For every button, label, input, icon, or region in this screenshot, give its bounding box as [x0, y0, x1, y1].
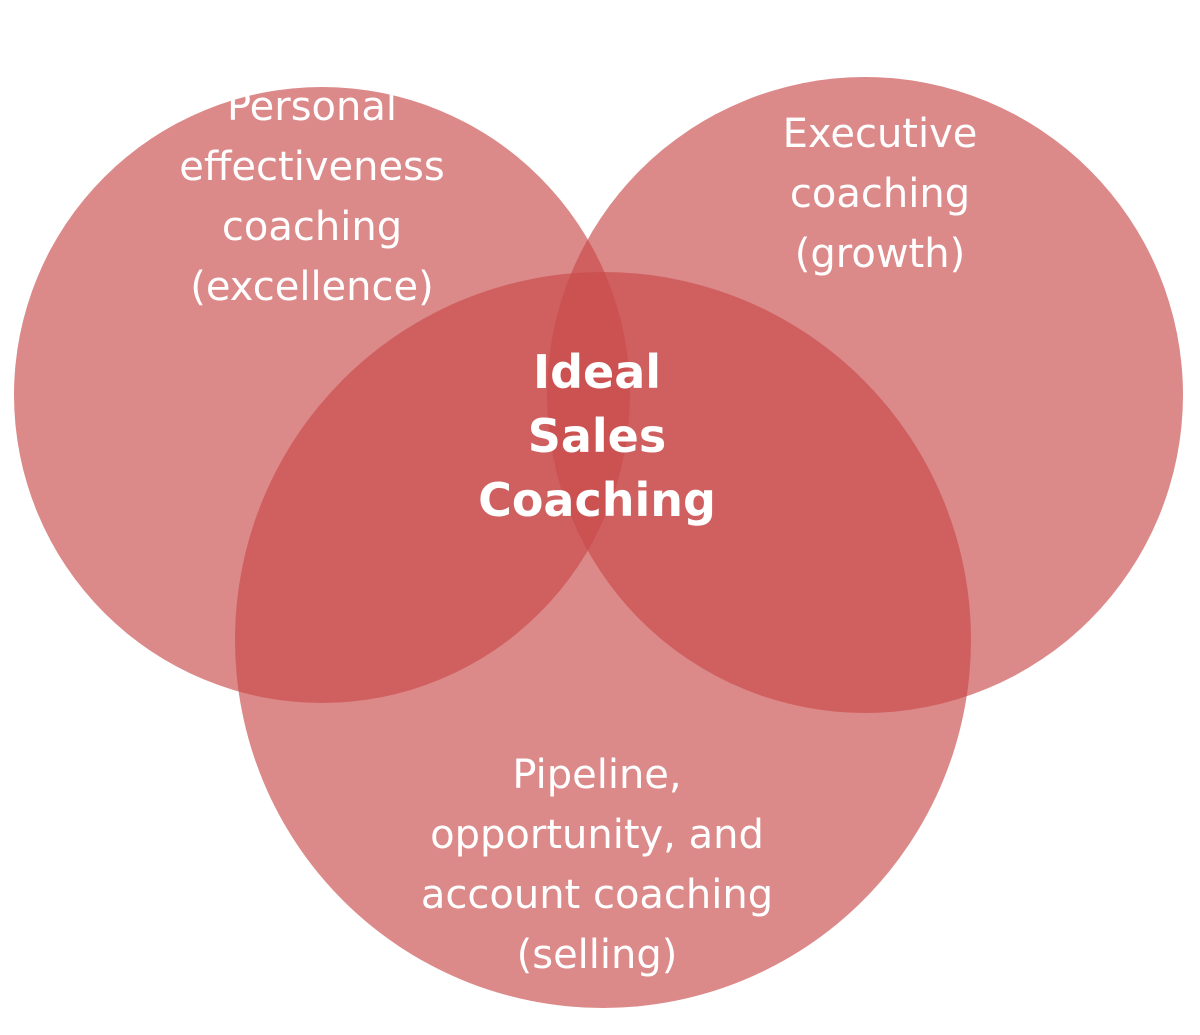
venn-circle-pipeline — [235, 272, 971, 1008]
venn-center-label-line: Ideal — [533, 345, 661, 399]
venn-label-pipeline: Pipeline, opportunity, and account coachin… — [421, 752, 773, 978]
venn-labels: Personal effectiveness coaching (excellence… — [179, 84, 977, 978]
venn-center-label-line: Sales — [528, 409, 667, 463]
venn-label-personal-line: coaching — [222, 204, 402, 250]
venn-label-executive-line: coaching — [790, 171, 970, 217]
venn-label-executive-line: (growth) — [795, 231, 965, 277]
venn-label-pipeline-line: Pipeline, — [512, 752, 681, 798]
venn-label-pipeline-line: (selling) — [517, 932, 678, 978]
venn-label-executive-line: Executive — [783, 111, 978, 157]
venn-label-personal-line: (excellence) — [190, 264, 433, 310]
venn-label-executive: Executive coaching (growth) — [783, 111, 978, 277]
venn-label-pipeline-line: opportunity, and — [430, 812, 764, 858]
venn-center-label-line: Coaching — [478, 473, 716, 527]
venn-label-personal-line: effectiveness — [179, 144, 445, 190]
venn-circles — [14, 77, 1183, 1008]
venn-label-personal: Personal effectiveness coaching (excellence… — [179, 84, 445, 310]
venn-label-pipeline-line: account coaching — [421, 872, 773, 918]
venn-label-personal-line: Personal — [227, 84, 397, 130]
